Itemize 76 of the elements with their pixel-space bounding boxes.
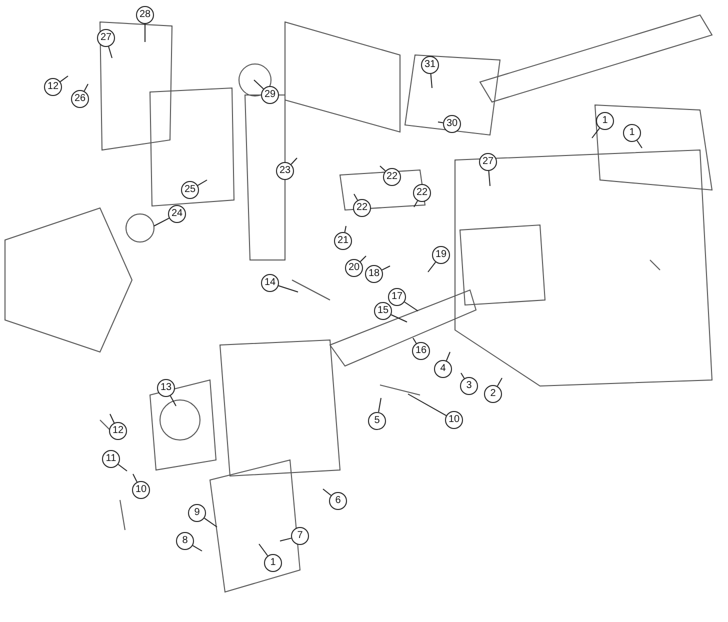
leader-line <box>404 302 418 312</box>
leader-line <box>192 545 202 552</box>
leader-line <box>154 218 170 226</box>
callout-number: 4 <box>434 360 452 378</box>
leader-line <box>412 338 417 344</box>
leader-line <box>382 266 390 270</box>
callout-number: 23 <box>276 162 294 180</box>
leader-line <box>278 285 298 292</box>
callout-number: 22 <box>383 168 401 186</box>
callout-number: 6 <box>329 492 347 510</box>
callout-number: 19 <box>432 246 450 264</box>
leader-line <box>204 518 218 528</box>
leader-line <box>636 140 642 148</box>
callout-number: 1 <box>623 124 641 142</box>
callout-number: 22 <box>353 199 371 217</box>
callout-number: 28 <box>136 6 154 24</box>
leader-line <box>144 24 146 42</box>
leader-line <box>258 544 268 556</box>
leader-line <box>438 122 444 124</box>
callout-number: 17 <box>388 288 406 306</box>
callout-number: 25 <box>181 181 199 199</box>
leader-line <box>430 73 432 88</box>
leader-line <box>390 314 408 322</box>
callout-number: 2 <box>484 385 502 403</box>
callout-number: 7 <box>291 527 309 545</box>
leader-line <box>354 194 358 201</box>
leader-line <box>132 474 138 482</box>
callout-number: 10 <box>132 481 150 499</box>
leader-line <box>108 46 112 58</box>
callout-number: 29 <box>261 86 279 104</box>
leader-line <box>496 378 502 387</box>
leader-line <box>360 256 366 262</box>
leader-line <box>118 464 128 472</box>
callout-number: 24 <box>168 205 186 223</box>
leader-line <box>84 84 88 92</box>
callout-number: 10 <box>445 411 463 429</box>
leader-line <box>592 128 600 138</box>
callout-number: 8 <box>176 532 194 550</box>
callout-number: 12 <box>109 422 127 440</box>
callout-number: 16 <box>412 342 430 360</box>
leader-line <box>60 76 68 82</box>
leader-line <box>197 180 208 186</box>
leader-line <box>322 488 332 496</box>
callout-number: 13 <box>157 379 175 397</box>
leader-line <box>254 80 264 90</box>
callout-number: 1 <box>264 554 282 572</box>
leader-line <box>460 372 465 379</box>
leader-line <box>290 158 298 165</box>
callout-number: 1 <box>596 112 614 130</box>
leader-line <box>380 166 386 172</box>
leader-line <box>414 200 418 208</box>
leader-line <box>344 226 346 233</box>
callout-number: 12 <box>44 78 62 96</box>
callout-number: 3 <box>460 377 478 395</box>
callout-number: 27 <box>479 153 497 171</box>
callout-number: 5 <box>368 412 386 430</box>
callout-number: 14 <box>261 274 279 292</box>
callout-number: 18 <box>365 265 383 283</box>
callout-number: 15 <box>374 302 392 320</box>
leader-line <box>488 170 490 186</box>
callout-number: 30 <box>443 115 461 133</box>
callout-number: 20 <box>345 259 363 277</box>
leader-line <box>378 398 382 413</box>
callout-number: 22 <box>413 184 431 202</box>
callout-number: 26 <box>71 90 89 108</box>
callout-number: 11 <box>102 450 120 468</box>
leader-line <box>170 395 176 406</box>
leader-line <box>428 262 436 272</box>
leader-line <box>446 352 450 362</box>
callout-number: 9 <box>188 504 206 522</box>
callout-number: 21 <box>334 232 352 250</box>
callout-number: 27 <box>97 29 115 47</box>
leader-line <box>110 414 115 424</box>
leader-line <box>280 538 292 542</box>
leader-line <box>408 394 447 416</box>
callout-number: 31 <box>421 56 439 74</box>
